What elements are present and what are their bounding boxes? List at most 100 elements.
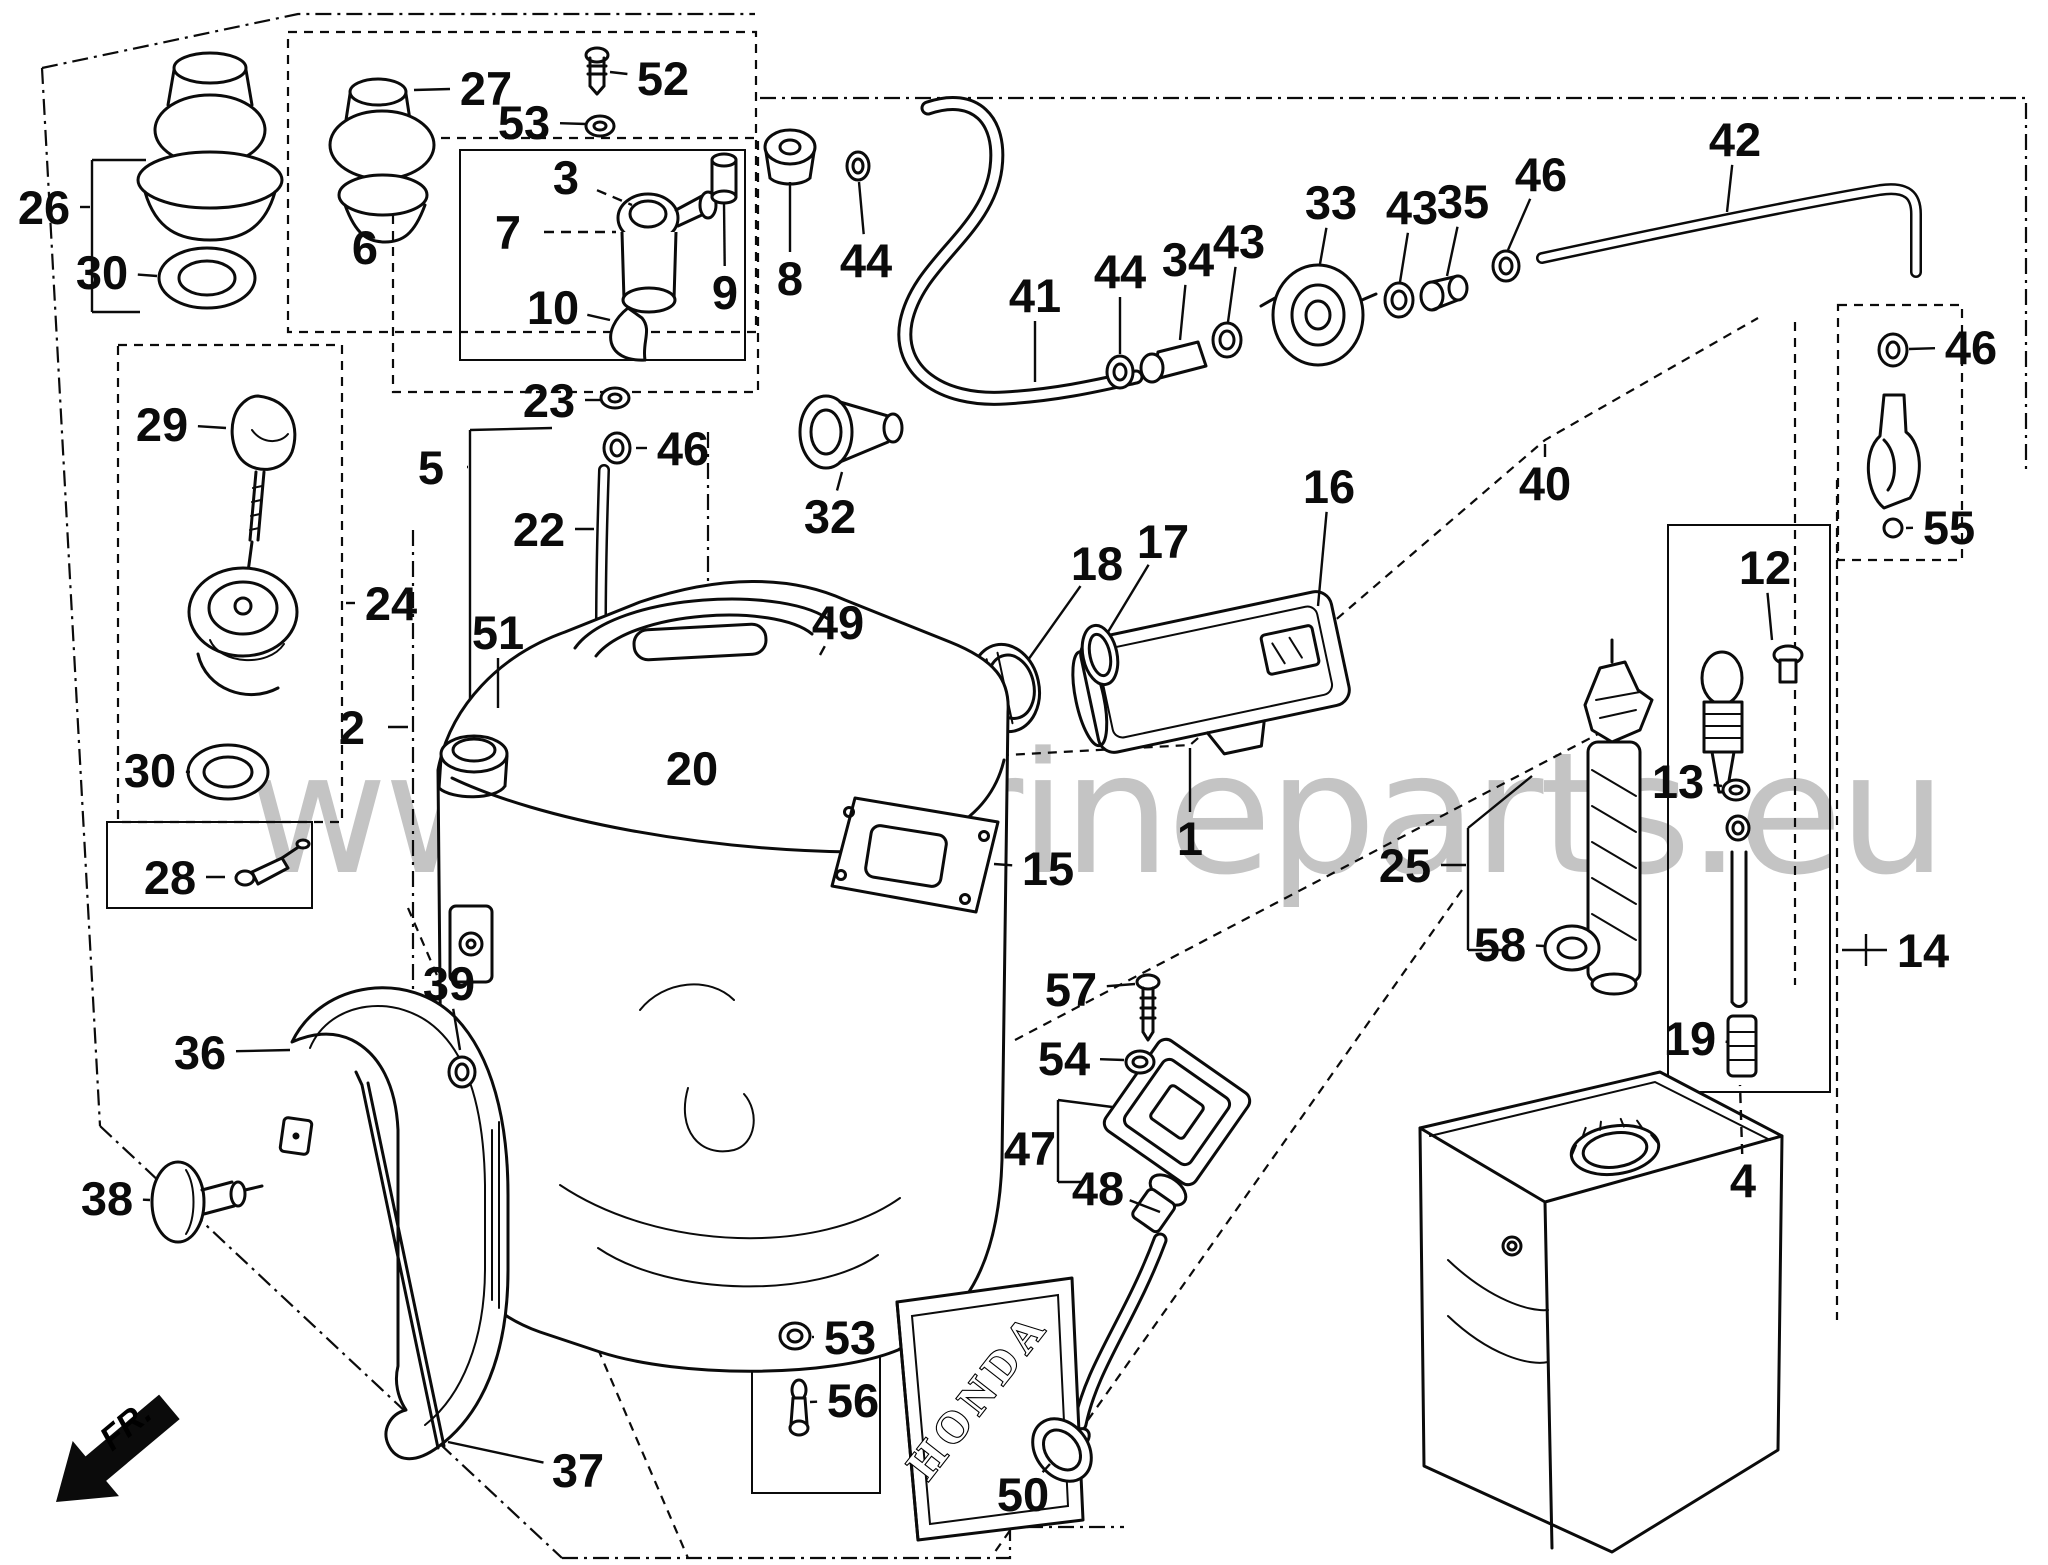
grommet-58 <box>1543 924 1601 972</box>
callout-6: 6 <box>352 221 378 274</box>
callout-53: 53 <box>812 1311 876 1364</box>
callout-41: 41 <box>1009 269 1061 382</box>
callout-27: 27 <box>413 62 512 115</box>
svg-text:15: 15 <box>1022 842 1074 895</box>
svg-text:44: 44 <box>840 234 892 287</box>
svg-text:6: 6 <box>352 221 378 274</box>
callout-58: 58 <box>1474 918 1545 971</box>
svg-text:4: 4 <box>1730 1154 1756 1207</box>
pickup-elbow-32 <box>798 394 904 470</box>
svg-text:58: 58 <box>1474 918 1526 971</box>
callout-40: 40 <box>1519 444 1571 510</box>
callout-42: 42 <box>1709 113 1761 213</box>
seal-ring-30-upper <box>157 246 257 310</box>
nut-23 <box>599 386 631 410</box>
callout-30: 30 <box>76 246 158 299</box>
svg-text:55: 55 <box>1923 501 1975 554</box>
svg-text:24: 24 <box>365 577 417 630</box>
washer-53-upper <box>584 114 616 138</box>
svg-text:41: 41 <box>1009 269 1061 322</box>
fuel-tube-42 <box>1536 183 1922 278</box>
svg-text:32: 32 <box>804 490 856 543</box>
gauge-seal-17 <box>1080 623 1120 687</box>
callout-25: 25 <box>1379 839 1466 892</box>
svg-text:40: 40 <box>1519 457 1571 510</box>
pickup-pipe <box>1730 850 1748 1008</box>
svg-text:39: 39 <box>423 957 475 1010</box>
callout-5: 5 <box>418 441 468 494</box>
callout-28: 28 <box>144 851 225 904</box>
washers-13 <box>1721 778 1751 842</box>
svg-text:3: 3 <box>553 151 579 204</box>
callout-20: 20 <box>666 742 718 795</box>
callout-3: 3 <box>553 151 633 207</box>
knob-38 <box>150 1160 264 1244</box>
svg-text:51: 51 <box>472 606 524 659</box>
svg-text:46: 46 <box>657 422 709 475</box>
svg-text:30: 30 <box>76 246 128 299</box>
svg-text:38: 38 <box>81 1172 133 1225</box>
callout-29: 29 <box>136 398 227 451</box>
svg-text:47: 47 <box>1004 1122 1056 1175</box>
svg-text:57: 57 <box>1045 963 1097 1016</box>
callout-39: 39 <box>423 957 475 1051</box>
ring-44-upper <box>845 150 871 182</box>
petcock-28 <box>234 838 311 887</box>
callout-22: 22 <box>513 503 594 556</box>
svg-text:1: 1 <box>1177 812 1203 865</box>
group-boxes <box>106 30 1964 1494</box>
callout-35: 35 <box>1437 175 1489 277</box>
callout-53: 53 <box>498 96 587 149</box>
seal-ring-30-lower <box>186 743 270 801</box>
svg-text:8: 8 <box>777 252 803 305</box>
callout-18: 18 <box>1027 537 1123 661</box>
svg-text:23: 23 <box>523 374 575 427</box>
fr-arrow-icon <box>56 1394 180 1502</box>
svg-text:22: 22 <box>513 503 565 556</box>
second-fuel-tank <box>1418 1070 1784 1554</box>
svg-text:43: 43 <box>1213 215 1265 268</box>
callout-57: 57 <box>1045 963 1136 1016</box>
callout-54: 54 <box>1038 1032 1125 1085</box>
svg-text:5: 5 <box>418 441 444 494</box>
svg-text:48: 48 <box>1072 1162 1124 1215</box>
svg-text:28: 28 <box>144 851 196 904</box>
svg-text:53: 53 <box>824 1311 876 1364</box>
callout-15: 15 <box>993 842 1074 895</box>
svg-text:35: 35 <box>1437 175 1489 228</box>
callout-36: 36 <box>174 1026 291 1079</box>
callout-19: 19 <box>1664 1012 1729 1065</box>
diaphragm-24 <box>187 566 299 697</box>
callout-23: 23 <box>523 374 600 427</box>
svg-text:53: 53 <box>498 96 550 149</box>
svg-text:50: 50 <box>997 1468 1049 1521</box>
svg-text:18: 18 <box>1071 537 1123 590</box>
grommet-46-right <box>1877 332 1909 368</box>
fuel-filler-cap-26 <box>136 51 284 242</box>
fuel-filler-cap-27 <box>328 77 436 244</box>
grommet-46-center <box>602 431 632 465</box>
callout-46: 46 <box>1506 148 1567 251</box>
svg-text:7: 7 <box>495 206 521 259</box>
fuel-valve-12 <box>1700 644 1804 794</box>
callout-2: 2 <box>339 701 408 754</box>
svg-text:49: 49 <box>812 596 864 649</box>
svg-text:43: 43 <box>1386 181 1438 234</box>
callout-12: 12 <box>1739 541 1791 641</box>
callout-8: 8 <box>777 182 803 305</box>
stud-56 <box>788 1378 810 1437</box>
callout-55: 55 <box>1905 501 1975 554</box>
fuel-hose-41 <box>897 96 1144 406</box>
callout-24: 24 <box>346 577 417 630</box>
nut-54 <box>1124 1049 1156 1075</box>
callout-4: 4 <box>1730 1084 1756 1207</box>
svg-text:13: 13 <box>1652 755 1704 808</box>
svg-text:17: 17 <box>1137 515 1189 568</box>
brand-plate: HONDA <box>895 1276 1085 1542</box>
svg-text:27: 27 <box>460 62 512 115</box>
svg-text:33: 33 <box>1305 176 1357 229</box>
svg-text:56: 56 <box>827 1374 879 1427</box>
